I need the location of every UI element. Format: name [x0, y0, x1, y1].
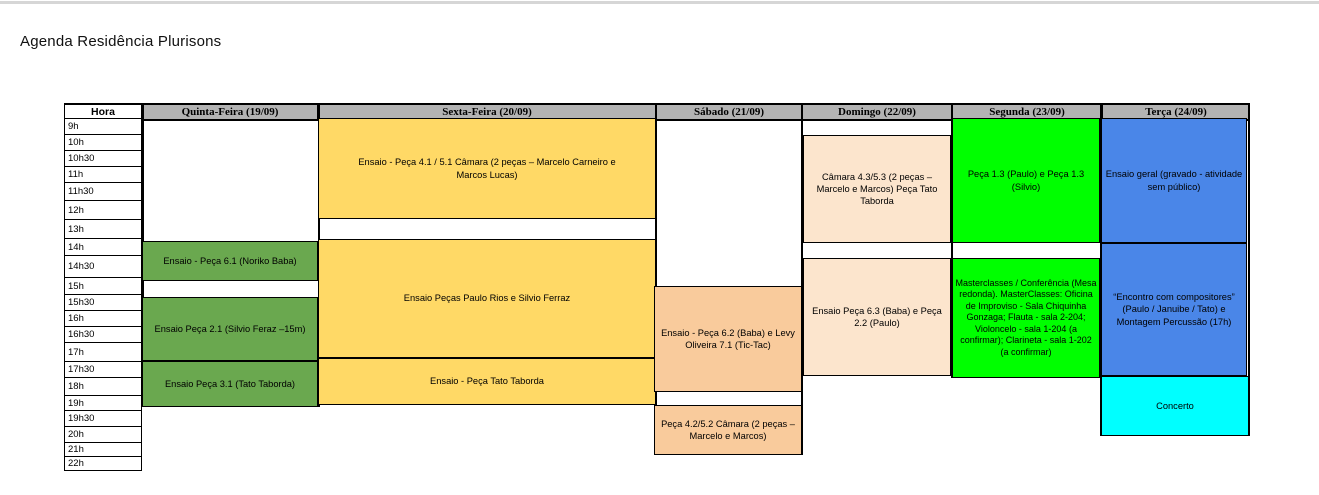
page-title: Agenda Residência Plurisons	[20, 33, 222, 50]
event-block-sexta: Ensaio Peças Paulo Rios e Silvio Ferraz	[318, 239, 656, 358]
header-cell-segunda: Segunda (23/09)	[952, 103, 1102, 121]
time-cell-10h: 10h	[64, 134, 142, 152]
time-cell-10h30: 10h30	[64, 150, 142, 168]
event-block-domingo: Ensaio Peça 6.3 (Baba) e Peça 2.2 (Paulo…	[803, 258, 951, 376]
time-cell-16h: 16h	[64, 310, 142, 328]
event-block-terca: Concerto	[1101, 376, 1249, 436]
time-cell-12h: 12h	[64, 200, 142, 221]
event-block-sabado: Peça 4.2/5.2 Câmara (2 peças – Marcelo e…	[654, 405, 802, 455]
time-cell-17h: 17h	[64, 342, 142, 363]
time-cell-19h: 19h	[64, 395, 142, 412]
event-block-terca: “Encontro com compositores” (Paulo / Jan…	[1101, 243, 1247, 376]
time-cell-13h: 13h	[64, 219, 142, 240]
time-cell-15h: 15h	[64, 277, 142, 296]
event-block-quinta: Ensaio - Peça 6.1 (Noriko Baba)	[142, 241, 318, 281]
time-cell-14h30: 14h30	[64, 255, 142, 279]
time-cell-11h: 11h	[64, 166, 142, 184]
time-cell-19h30: 19h30	[64, 410, 142, 428]
event-block-segunda: Peça 1.3 (Paulo) e Peça 1.3 (Silvio)	[952, 118, 1100, 243]
column-border	[1248, 103, 1250, 436]
event-block-sabado: Ensaio - Peça 6.2 (Baba) e Levy Oliveira…	[654, 286, 802, 392]
time-cell-15h30: 15h30	[64, 294, 142, 312]
event-block-domingo: Câmara 4.3/5.3 (2 peças – Marcelo e Marc…	[803, 135, 951, 243]
column-border	[951, 103, 953, 378]
event-block-segunda: Masterclasses / Conferência (Mesa redond…	[952, 258, 1100, 378]
event-block-terca: Ensaio geral (gravado - atividade sem pú…	[1101, 118, 1247, 243]
column-border	[1100, 103, 1102, 436]
header-cell-quinta: Quinta-Feira (19/09)	[142, 103, 318, 121]
event-block-quinta: Ensaio Peça 3.1 (Tato Taborda)	[142, 361, 318, 407]
event-block-sexta: Ensaio - Peça 4.1 / 5.1 Câmara (2 peças …	[318, 118, 656, 219]
header-cell-sabado: Sábado (21/09)	[656, 103, 802, 121]
time-cell-14h: 14h	[64, 238, 142, 257]
time-cell-9h: 9h	[64, 118, 142, 136]
time-cell-17h30: 17h30	[64, 361, 142, 379]
time-cell-11h30: 11h30	[64, 182, 142, 202]
time-cell-16h30: 16h30	[64, 326, 142, 344]
time-cell-22h: 22h	[64, 456, 142, 471]
column-border	[801, 103, 803, 455]
event-block-quinta: Ensaio Peça 2.1 (Silvio Feraz –15m)	[142, 297, 318, 361]
time-cell-20h: 20h	[64, 426, 142, 444]
time-cell-18h: 18h	[64, 377, 142, 397]
page-top-divider	[0, 1, 1319, 4]
header-cell-domingo: Domingo (22/09)	[802, 103, 952, 121]
event-block-sexta: Ensaio - Peça Tato Taborda	[318, 358, 656, 405]
